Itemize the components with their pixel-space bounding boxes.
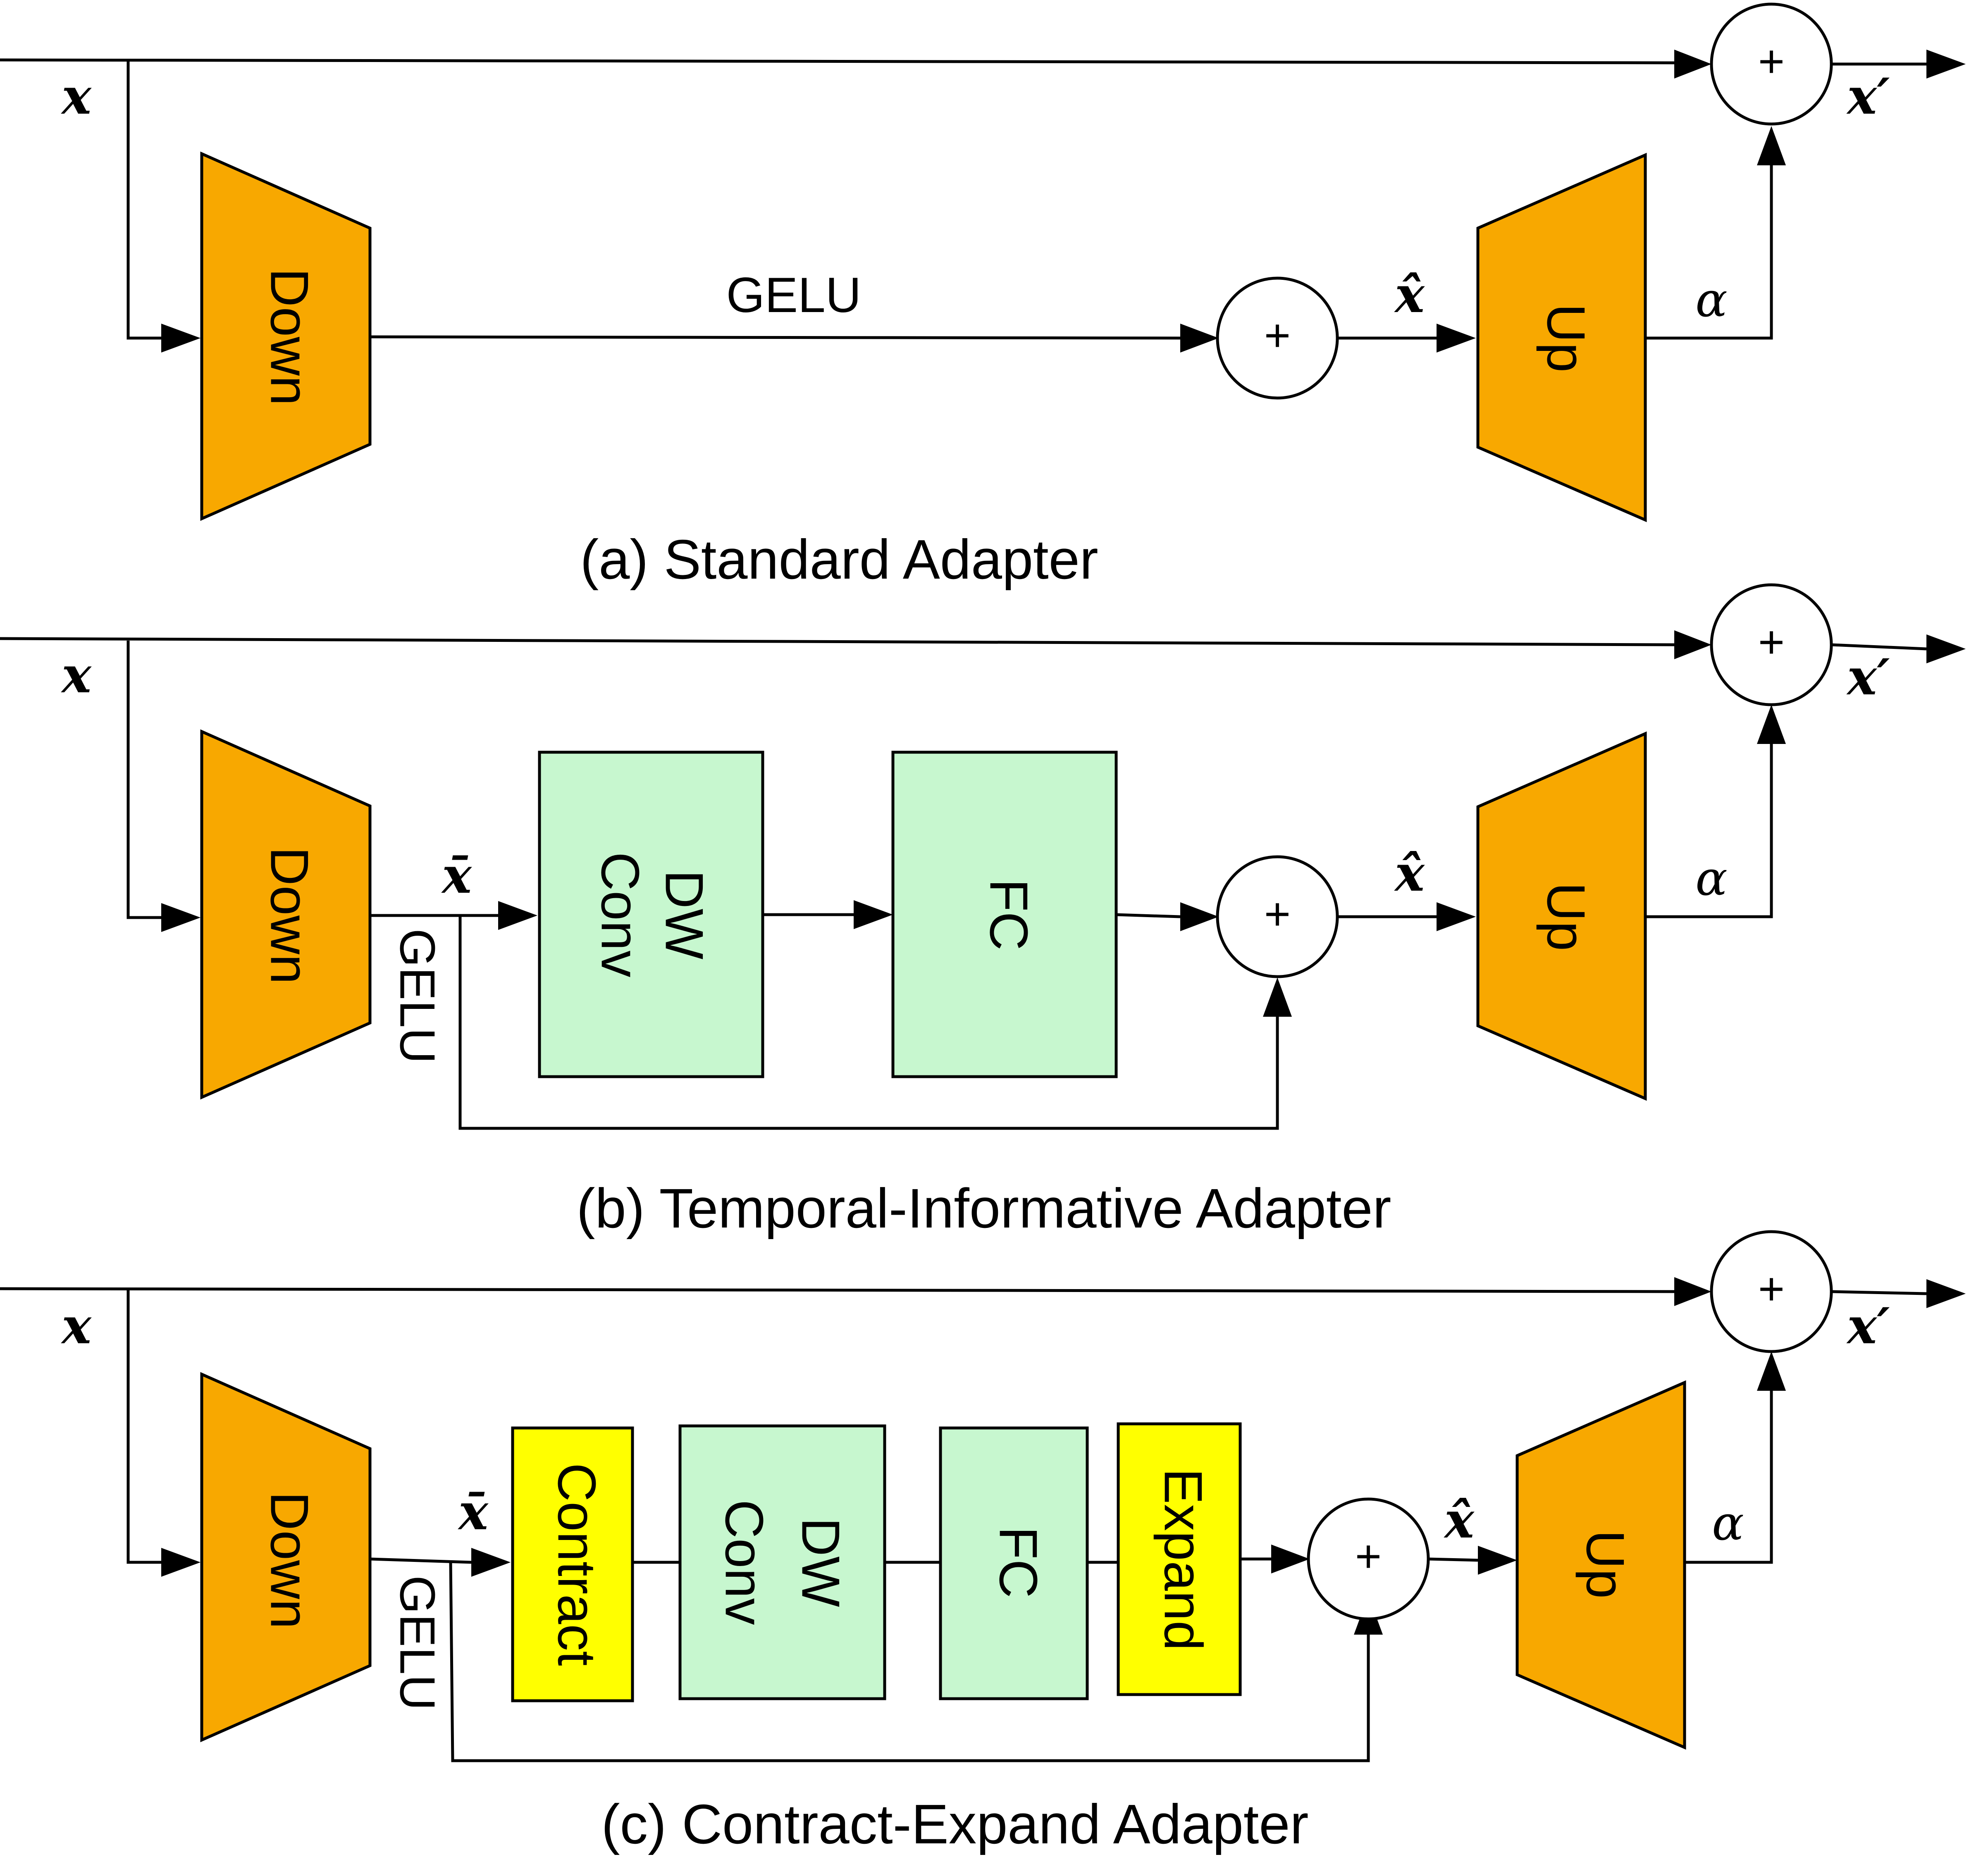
gelu-label: GELU: [389, 929, 445, 1064]
output-label: x′: [1846, 1297, 1890, 1355]
connector-line: [1116, 913, 1181, 918]
xhat-label: x̂: [1394, 844, 1425, 903]
arrowhead: [1926, 1279, 1966, 1308]
caption-c: (c) Contract-Expand Adapter: [601, 1793, 1309, 1855]
gelu-label: GELU: [389, 1576, 445, 1711]
input-label: x: [60, 67, 92, 126]
down-projection-block: [200, 1372, 372, 1743]
dwconv-label-line2: Conv: [590, 852, 651, 977]
xhat-label: x̂: [1443, 1491, 1475, 1549]
xbar-label: x̄: [457, 1483, 489, 1541]
arrowhead: [1263, 977, 1292, 1017]
plus-sign: +: [1758, 1263, 1785, 1314]
arrowhead: [1926, 50, 1966, 79]
skip-line: [0, 58, 1675, 64]
arrowhead: [1180, 902, 1219, 931]
arrowhead: [1757, 705, 1786, 744]
caption-b: (b) Temporal-Informative Adapter: [577, 1177, 1391, 1240]
panel-c: Down x̄ GELU Contract DW Conv FC Expand …: [0, 1230, 1966, 1855]
down-label: Down: [260, 847, 320, 984]
dwconv-block: [538, 751, 764, 1078]
arrowhead: [498, 901, 537, 930]
inner-skip-line: [458, 915, 1279, 1130]
arrowhead: [854, 900, 893, 929]
arrowhead: [1926, 634, 1966, 663]
arrowhead: [161, 1548, 200, 1577]
up-projection-block: [1476, 153, 1647, 522]
input-label: x: [60, 646, 92, 704]
caption-a: (a) Standard Adapter: [580, 528, 1098, 591]
expand-label: Expand: [1153, 1468, 1214, 1651]
alpha-label: α: [1695, 272, 1728, 328]
plus-sign: +: [1355, 1531, 1382, 1582]
gelu-line: [370, 335, 1181, 340]
xhat-line: [1428, 1557, 1478, 1562]
plus-sign: +: [1264, 889, 1291, 939]
inner-skip-line: [449, 1560, 1370, 1762]
plus-sign: +: [1264, 310, 1291, 361]
plus-sign: +: [1758, 617, 1785, 667]
scale-line: [1685, 1391, 1773, 1564]
arrowhead: [1437, 902, 1476, 931]
panel-b: Down x̄ GELU DW Conv FC + x̂ Up α: [0, 583, 1966, 1240]
expand-block: [1117, 1422, 1242, 1696]
arrowhead: [1674, 630, 1711, 659]
up-label: Up: [1536, 882, 1597, 951]
branch-line: [126, 1290, 161, 1564]
up-label: Up: [1575, 1530, 1636, 1599]
arrowhead: [1674, 1277, 1711, 1306]
down-projection-block: [200, 151, 372, 521]
scale-line: [1645, 165, 1773, 340]
down-label: Down: [260, 268, 320, 405]
fc-label: FC: [979, 879, 1039, 950]
arrowhead: [1478, 1546, 1517, 1575]
dwconv-label-line1: DW: [654, 870, 715, 960]
arrowhead: [1757, 126, 1786, 165]
plus-sign: +: [1758, 36, 1785, 87]
fc-label: FC: [988, 1526, 1049, 1598]
contract-label: Contract: [547, 1463, 607, 1666]
down-label: Down: [260, 1492, 320, 1629]
dwconv-block: [678, 1424, 886, 1700]
residual-add-node: [1710, 1230, 1833, 1353]
xbar-label: x̄: [441, 846, 472, 905]
skip-line: [0, 637, 1675, 646]
output-line: [1831, 643, 1927, 651]
gelu-label: GELU: [726, 267, 862, 323]
input-label: x: [60, 1297, 92, 1355]
branch-line: [126, 641, 161, 919]
up-projection-block: [1476, 731, 1647, 1101]
dwconv-label-line2: Conv: [714, 1499, 775, 1625]
arrowhead: [1674, 50, 1711, 79]
alpha-label: α: [1712, 1496, 1744, 1551]
output-line: [1831, 1290, 1927, 1295]
arrowhead: [1180, 324, 1219, 353]
arrowhead: [1437, 324, 1476, 353]
xbar-line: [370, 1557, 472, 1564]
residual-add-node: [1710, 2, 1833, 126]
up-projection-block: [1516, 1380, 1686, 1750]
alpha-label: α: [1695, 851, 1728, 906]
skip-line: [0, 1287, 1675, 1293]
arrowhead: [1757, 1352, 1786, 1391]
output-label: x′: [1846, 648, 1890, 706]
arrowhead: [161, 903, 200, 932]
output-label: x′: [1846, 67, 1890, 126]
scale-line: [1645, 744, 1773, 918]
fc-block: [891, 751, 1118, 1078]
arrowhead: [471, 1548, 511, 1577]
xhat-label: x̂: [1394, 266, 1425, 324]
panel-a: Down GELU + x̂ Up α + x x′ (a) Standard …: [0, 2, 1966, 591]
down-projection-block: [200, 729, 372, 1100]
branch-line: [126, 61, 161, 340]
residual-add-node: [1710, 583, 1833, 706]
dwconv-label-line1: DW: [791, 1518, 851, 1607]
arrowhead: [1271, 1545, 1310, 1573]
up-label: Up: [1536, 304, 1597, 372]
arrowhead: [161, 324, 200, 353]
contract-block: [511, 1426, 634, 1702]
